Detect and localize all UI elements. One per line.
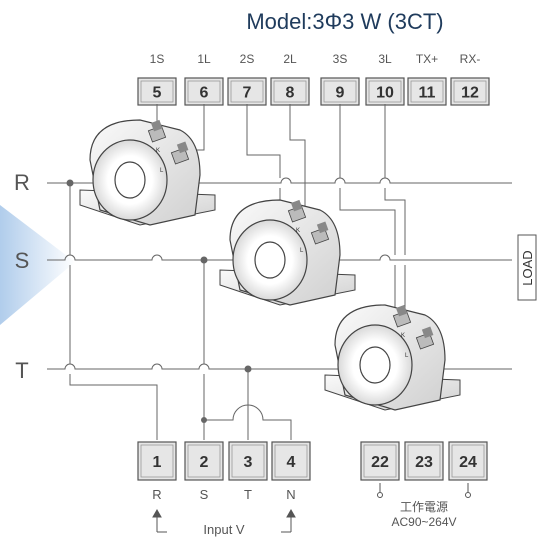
wire-input-r bbox=[69, 183, 158, 440]
top-terminal-12-number: 12 bbox=[461, 85, 479, 102]
top-terminal-11-number: 11 bbox=[419, 85, 436, 102]
power-range: AC90~264V bbox=[391, 515, 456, 529]
power-lead-left bbox=[377, 492, 383, 498]
accent-shape bbox=[0, 205, 75, 325]
input-terminal-1: 1 bbox=[137, 441, 177, 481]
phase-line-s bbox=[47, 254, 512, 261]
top-terminal-label-11: TX+ bbox=[416, 52, 438, 66]
ct2-k-mark: K bbox=[296, 228, 300, 234]
current-transformer-3: K L bbox=[324, 304, 461, 411]
ct1-l-mark: L bbox=[160, 168, 164, 174]
wire-bridge-n bbox=[204, 404, 292, 440]
top-terminal-label-6: 1L bbox=[197, 52, 211, 66]
input-terminal-1-number: 1 bbox=[153, 454, 162, 471]
top-terminal-label-7: 2S bbox=[240, 52, 255, 66]
power-terminal-24-number: 24 bbox=[459, 454, 477, 471]
top-terminal-5-number: 5 bbox=[153, 85, 162, 102]
input-terminal-label-r: R bbox=[152, 487, 161, 502]
top-terminal-8-number: 8 bbox=[286, 85, 295, 102]
wire-ct2-l bbox=[289, 104, 306, 228]
phase-label-r: R bbox=[14, 170, 30, 195]
top-terminal-11: 11 bbox=[407, 77, 447, 106]
input-terminal-label-t: T bbox=[244, 487, 252, 502]
top-terminal-12: 12 bbox=[450, 77, 490, 106]
load-box bbox=[517, 234, 537, 301]
ct1-k-mark: K bbox=[156, 148, 160, 154]
phase-line-t bbox=[47, 363, 512, 370]
top-terminal-5: 5 bbox=[137, 77, 177, 106]
ct2-l-mark: L bbox=[300, 248, 304, 254]
input-terminal-2-number: 2 bbox=[200, 454, 209, 471]
top-terminal-label-10: 3L bbox=[378, 52, 392, 66]
input-terminal-2: 2 bbox=[184, 441, 224, 481]
top-terminal-10-number: 10 bbox=[376, 85, 394, 102]
top-terminal-7: 7 bbox=[227, 77, 267, 106]
ct3-l-mark: L bbox=[405, 353, 409, 359]
phase-label-s: S bbox=[15, 248, 30, 273]
load-label: LOAD bbox=[520, 250, 535, 285]
top-terminal-block: 1S 5 1L 6 2S 7 2L 8 3S 9 3L 10 TX+ 11 RX- 12 bbox=[137, 52, 490, 106]
power-terminal-block: 22 23 24 bbox=[360, 441, 488, 481]
top-terminal-9-number: 9 bbox=[336, 85, 345, 102]
current-transformer-1: K L bbox=[79, 119, 216, 226]
input-v-label: Input V bbox=[203, 522, 245, 537]
top-terminal-10: 10 bbox=[365, 77, 405, 106]
top-terminal-6-number: 6 bbox=[200, 85, 209, 102]
wire-ct2-s bbox=[246, 104, 281, 205]
power-lead-right bbox=[465, 492, 471, 498]
power-terminal-23: 23 bbox=[404, 441, 444, 481]
top-terminal-label-5: 1S bbox=[150, 52, 165, 66]
input-terminal-label-n: N bbox=[286, 487, 295, 502]
model-title: Model:3Φ3 W (3CT) bbox=[246, 9, 443, 34]
phase-label-t: T bbox=[15, 358, 28, 383]
input-terminal-4-number: 4 bbox=[287, 454, 296, 471]
input-terminal-block: 1R 2S 3T 4N bbox=[137, 441, 311, 502]
power-terminal-22: 22 bbox=[360, 441, 400, 481]
top-terminal-7-number: 7 bbox=[243, 85, 252, 102]
top-terminal-label-8: 2L bbox=[283, 52, 297, 66]
power-terminal-22-number: 22 bbox=[371, 454, 389, 471]
input-terminal-3-number: 3 bbox=[244, 454, 253, 471]
input-terminal-label-s: S bbox=[200, 487, 209, 502]
current-transformer-2: K L bbox=[219, 199, 356, 306]
top-terminal-6: 6 bbox=[184, 77, 224, 106]
wire-ct3-s bbox=[339, 104, 396, 310]
power-terminal-23-number: 23 bbox=[415, 454, 433, 471]
input-terminal-3: 3 bbox=[228, 441, 268, 481]
top-terminal-9: 9 bbox=[320, 77, 360, 106]
top-terminal-label-9: 3S bbox=[333, 52, 348, 66]
top-terminal-label-12: RX- bbox=[460, 52, 481, 66]
power-terminal-24: 24 bbox=[448, 441, 488, 481]
ct3-k-mark: K bbox=[401, 333, 405, 339]
top-terminal-8: 8 bbox=[270, 77, 310, 106]
power-label: 工作電源 bbox=[400, 500, 448, 514]
input-terminal-4: 4 bbox=[271, 441, 311, 481]
